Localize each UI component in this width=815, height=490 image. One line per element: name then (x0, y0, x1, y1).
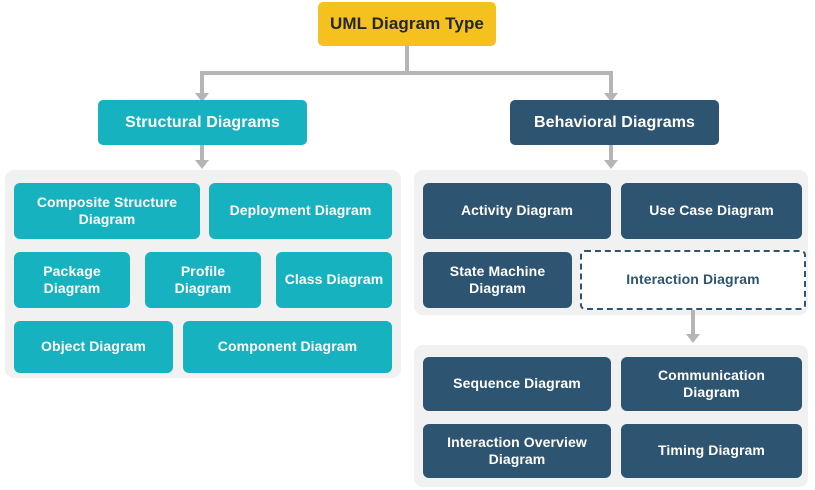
node-sequence-diagram[interactable]: Sequence Diagram (423, 357, 611, 411)
node-component-diagram[interactable]: Component Diagram (183, 321, 392, 373)
node-class-diagram[interactable]: Class Diagram (276, 252, 392, 308)
node-timing-diagram[interactable]: Timing Diagram (621, 424, 802, 478)
connector-root-to-behavioral (609, 71, 613, 97)
node-behavioral-diagrams[interactable]: Behavioral Diagrams (510, 100, 719, 145)
node-structural-diagrams[interactable]: Structural Diagrams (98, 100, 307, 145)
connector-behavioral-to-panel (609, 145, 613, 163)
arrowhead-structural (195, 93, 209, 102)
node-communication-diagram[interactable]: Communication Diagram (621, 357, 802, 411)
arrowhead-behavioral-panel (604, 160, 618, 169)
connector-root-bus (200, 71, 613, 75)
node-deployment-diagram[interactable]: Deployment Diagram (209, 183, 392, 239)
node-state-machine-diagram[interactable]: State Machine Diagram (423, 252, 572, 308)
node-object-diagram[interactable]: Object Diagram (14, 321, 173, 373)
node-profile-diagram[interactable]: Profile Diagram (145, 252, 261, 308)
arrowhead-interaction-subpanel (686, 334, 700, 343)
arrowhead-behavioral (604, 93, 618, 102)
connector-structural-to-panel (200, 145, 204, 163)
node-use-case-diagram[interactable]: Use Case Diagram (621, 183, 802, 239)
node-composite-structure-diagram[interactable]: Composite Structure Diagram (14, 183, 200, 239)
node-interaction-diagram[interactable]: Interaction Diagram (580, 250, 806, 310)
node-uml-diagram-type[interactable]: UML Diagram Type (318, 2, 496, 46)
node-package-diagram[interactable]: Package Diagram (14, 252, 130, 308)
connector-interaction-to-subpanel (691, 310, 695, 337)
node-interaction-overview-diagram[interactable]: Interaction Overview Diagram (423, 424, 611, 478)
connector-root-to-structural (200, 71, 204, 97)
arrowhead-structural-panel (195, 160, 209, 169)
connector-root-stem (405, 46, 409, 73)
node-activity-diagram[interactable]: Activity Diagram (423, 183, 611, 239)
